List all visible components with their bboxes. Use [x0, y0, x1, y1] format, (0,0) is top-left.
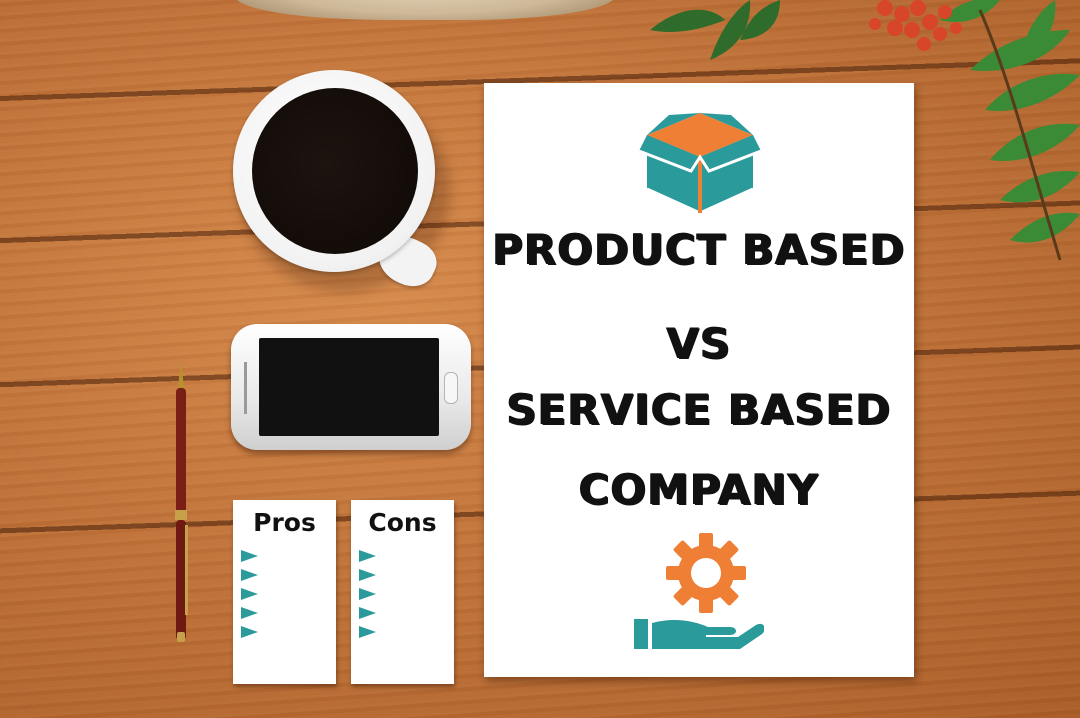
- bullet-icon: [359, 588, 376, 600]
- bullet-icon: [241, 588, 258, 600]
- cons-bullet-list: [359, 550, 383, 645]
- smartphone: [231, 324, 471, 450]
- pros-title: Pros: [253, 508, 316, 537]
- bullet-icon: [359, 607, 376, 619]
- berry-icon: [869, 0, 962, 51]
- bullet-icon: [241, 569, 258, 581]
- bullet-icon: [241, 550, 258, 562]
- cons-card: Cons: [351, 500, 454, 684]
- pros-card: Pros: [233, 500, 336, 684]
- bullet-icon: [241, 607, 258, 619]
- box-icon: [639, 113, 761, 215]
- poster-line-2: VS: [666, 319, 732, 368]
- bullet-icon: [359, 569, 376, 581]
- pros-bullet-list: [241, 550, 265, 645]
- phone-home-button: [444, 372, 458, 404]
- bullet-icon: [241, 626, 258, 638]
- bullet-icon: [359, 626, 376, 638]
- poster: PRODUCT BASED VS SERVICE BASED COMPANY: [484, 83, 914, 677]
- poster-line-1: PRODUCT BASED: [492, 225, 906, 274]
- phone-screen: [259, 338, 439, 436]
- poster-line-3: SERVICE BASED: [506, 385, 892, 434]
- leaf-icon: [650, 0, 1080, 261]
- wood-slice: [235, 0, 615, 20]
- cons-title: Cons: [368, 508, 437, 537]
- coffee: [252, 88, 418, 254]
- phone-brand-logo: [244, 362, 247, 414]
- pen-icon: [175, 360, 188, 642]
- bullet-icon: [359, 550, 376, 562]
- gear-hand-icon: [634, 533, 764, 649]
- poster-line-4: COMPANY: [578, 465, 820, 514]
